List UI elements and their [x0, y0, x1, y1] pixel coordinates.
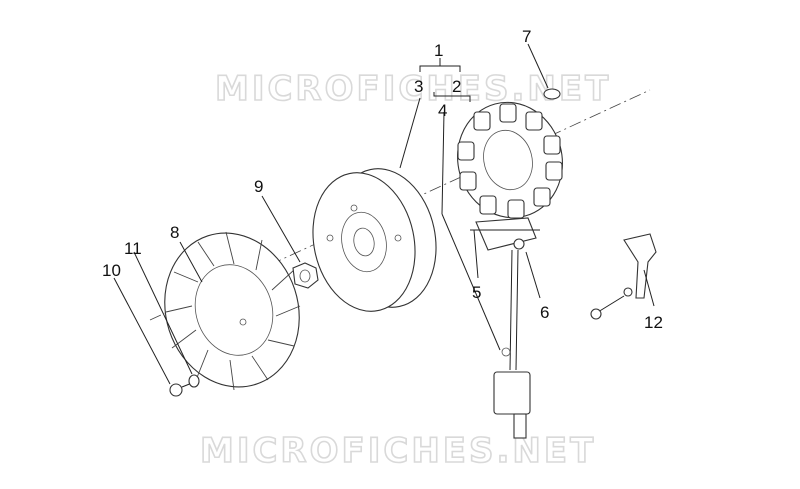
- watermark-top: MICROFICHES.NET: [215, 69, 611, 109]
- bracket-icon: [623, 233, 657, 299]
- callout-9: 9: [254, 177, 263, 196]
- callout-12: 12: [644, 313, 663, 332]
- flywheel-fan-icon: [164, 231, 301, 391]
- callout-6: 6: [540, 303, 549, 322]
- stator-icon: [457, 101, 563, 219]
- fan-screw-icon: [169, 382, 193, 397]
- callout-1: 1: [434, 41, 443, 60]
- flywheel-rotor-icon: [312, 168, 437, 312]
- callout-8: 8: [170, 223, 179, 242]
- fan-washer-icon: [188, 374, 200, 388]
- bracket-screw-icon: [590, 287, 633, 320]
- stator-screw-icon: [513, 238, 525, 250]
- flywheel-nut-icon: [292, 262, 319, 289]
- callout-11: 11: [124, 239, 142, 258]
- callout-10: 10: [102, 261, 121, 280]
- leader-lines: [113, 43, 655, 385]
- wiring-connector-icon: [493, 249, 531, 439]
- pickup-sensor-icon: [470, 217, 540, 251]
- callout-2: 2: [452, 77, 461, 96]
- woodruff-key-icon: [543, 88, 561, 100]
- callout-4: 4: [438, 101, 447, 120]
- callout-3: 3: [414, 77, 423, 96]
- watermark-bottom: MICROFICHES.NET: [200, 431, 596, 471]
- callout-7: 7: [522, 27, 531, 46]
- callout-5: 5: [472, 283, 481, 302]
